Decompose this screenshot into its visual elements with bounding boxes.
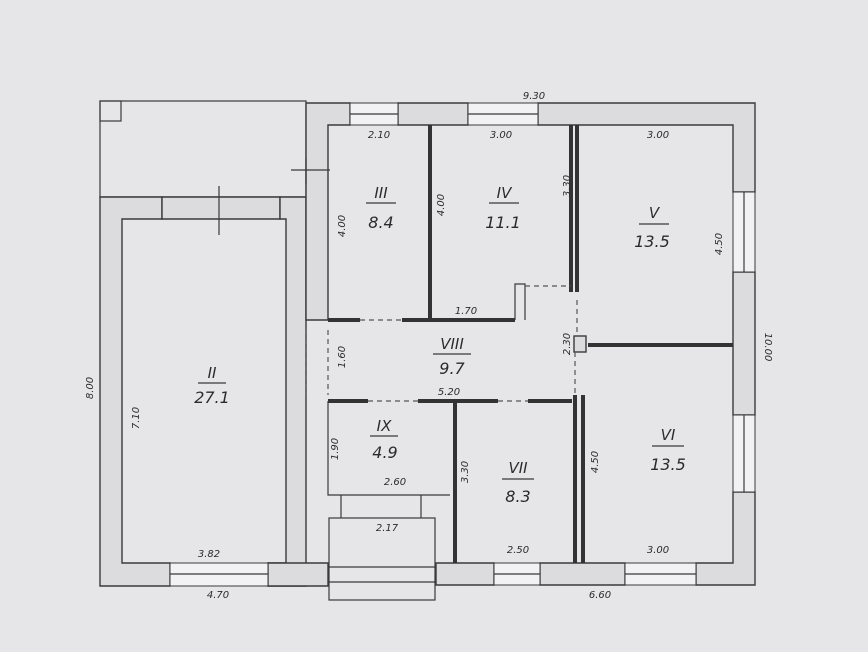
room9-outline [327, 401, 450, 496]
bottom-wall-left [267, 562, 329, 587]
vestibule-outline [99, 100, 307, 198]
room-labels: II 27.1 III 8.4 IV 11.1 V 13.5 VI 13.5 V… [194, 184, 686, 506]
dim-bottom-left: 4.70 [207, 590, 229, 601]
dim-room6-width: 3.00 [647, 545, 669, 556]
left-wall [99, 196, 171, 587]
porch [328, 495, 436, 601]
right-wall-bottom [695, 491, 756, 586]
dim-room2-width: 3.82 [198, 549, 220, 560]
dim-room8-side: 2.30 [562, 333, 573, 355]
room-8-number: VIII [440, 335, 464, 353]
vestibule-inner-wall [161, 196, 281, 220]
room-6-number: VI [661, 426, 676, 444]
dim-room4-side: 3.30 [562, 175, 573, 197]
dim-room8-width: 5.20 [438, 387, 460, 398]
dim-room6-height: 4.50 [590, 451, 601, 473]
corner-column [99, 100, 122, 122]
room-3-number: III [374, 184, 388, 202]
dim-room5-width: 3.00 [647, 130, 669, 141]
dim-room3-height: 4.00 [337, 215, 348, 237]
top-wall-center [397, 102, 469, 126]
dim-room2-height: 7.10 [131, 407, 142, 429]
dim-room3-width: 2.10 [368, 130, 390, 141]
room-6-area: 13.5 [650, 455, 686, 474]
dim-bottom-right: 6.60 [589, 590, 611, 601]
room-5-number: V [649, 204, 661, 222]
room-7-number: VII [508, 459, 528, 477]
vestibule-right-wall [267, 196, 307, 587]
room-9-area: 4.9 [372, 443, 397, 462]
dim-room9-height: 1.90 [330, 438, 341, 460]
dim-room7-height: 3.30 [460, 461, 471, 483]
dim-room5-height: 4.50 [714, 233, 725, 255]
dim-room4-height: 4.00 [436, 194, 447, 216]
room-8-area: 9.7 [439, 359, 465, 378]
bottom-wall-mid [435, 562, 495, 586]
bottom-wall-right [539, 562, 626, 586]
right-wall-mid [732, 271, 756, 416]
dim-room9-width: 2.60 [384, 477, 406, 488]
room-7-area: 8.3 [505, 487, 530, 506]
room-2-number: II [208, 364, 217, 382]
dim-room4-width: 3.00 [490, 130, 512, 141]
windows [169, 102, 756, 587]
dim-room7-width: 2.50 [507, 545, 529, 556]
dim-left-total: 8.00 [85, 377, 96, 399]
dim-top-total: 9.30 [523, 91, 545, 102]
room-9-number: IX [377, 417, 392, 435]
dimension-labels: 9.30 2.10 3.00 3.00 1.70 5.20 2.60 2.17 … [85, 91, 773, 601]
dim-porch-width: 2.17 [376, 523, 399, 534]
partition-4-notch [514, 283, 526, 320]
top-wall [305, 102, 351, 321]
dim-room8-height: 1.60 [337, 346, 348, 368]
interior-partitions [327, 125, 733, 563]
porch-slab [328, 517, 436, 601]
room-2-area: 27.1 [194, 388, 230, 407]
column-center [573, 335, 587, 353]
room-4-number: IV [497, 184, 513, 202]
door-openings [305, 285, 578, 402]
room-4-area: 11.1 [485, 213, 521, 232]
room-3-area: 8.4 [368, 213, 393, 232]
dim-right-total: 10.00 [762, 333, 773, 362]
dim-room4-bottom: 1.70 [455, 306, 477, 317]
room-5-area: 13.5 [634, 232, 670, 251]
